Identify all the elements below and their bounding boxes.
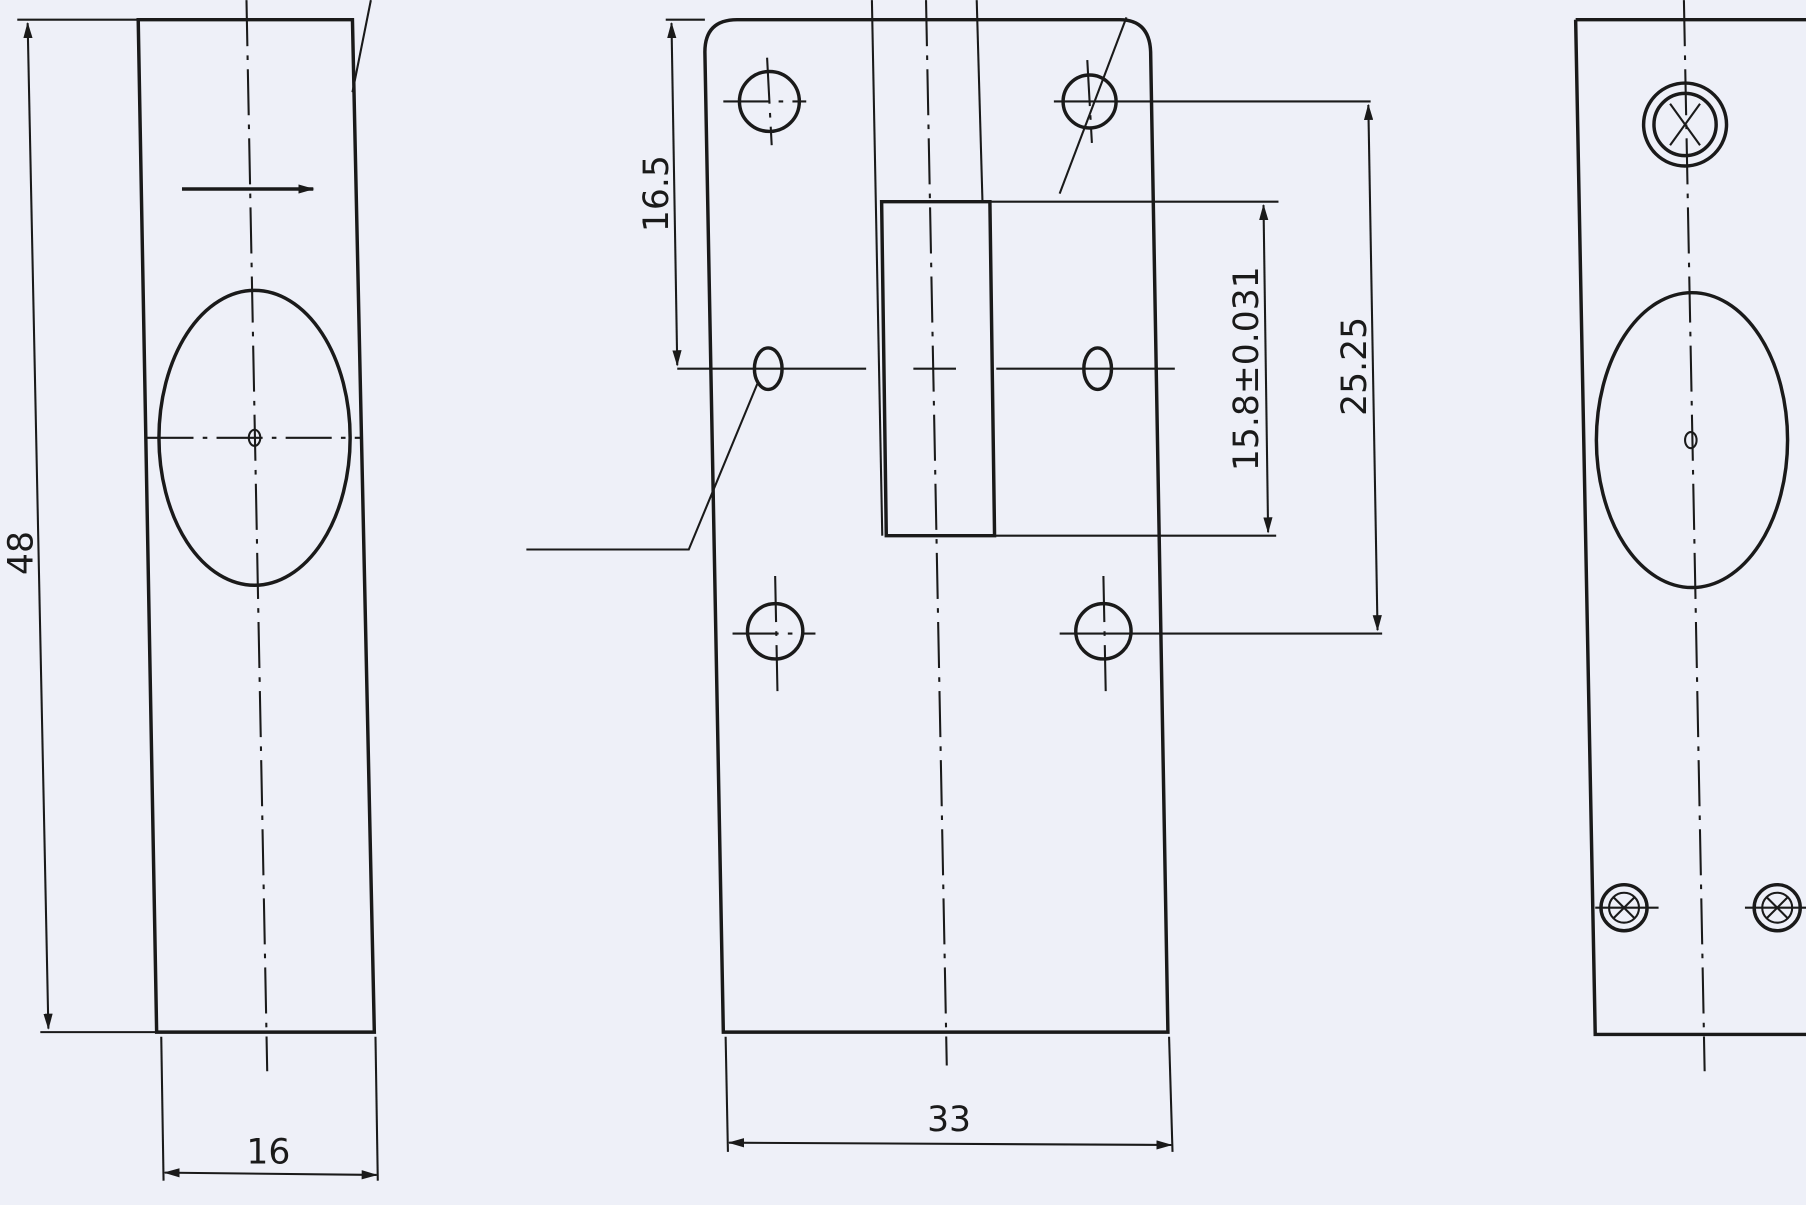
right-centerline bbox=[1682, 0, 1706, 1072]
dim-label-25-25: 25.25 bbox=[1335, 317, 1375, 416]
dimension-15-8 bbox=[1259, 203, 1273, 534]
dim-label-33: 33 bbox=[927, 1100, 971, 1140]
dimension-16-5 bbox=[667, 22, 682, 367]
dim-label-16: 16 bbox=[246, 1132, 290, 1172]
extension-line bbox=[374, 1036, 379, 1181]
dimension-16 bbox=[163, 1168, 378, 1180]
construction-line bbox=[975, 0, 984, 202]
front-centerline bbox=[924, 0, 948, 1066]
dim-label-15-8: 15.8±0.031 bbox=[1227, 266, 1267, 471]
hole-top-right bbox=[1053, 17, 1371, 194]
extension-line bbox=[160, 1036, 165, 1181]
extension-line bbox=[1168, 1036, 1174, 1152]
countersunk-hole-top bbox=[1641, 81, 1729, 168]
slot bbox=[879, 199, 997, 538]
front-view: 16.5 15.8±0.031 25.25 33 bbox=[526, 0, 1383, 1152]
dim-label-16-5: 16.5 bbox=[637, 155, 677, 232]
right-view bbox=[1573, 0, 1806, 1072]
hole-bottom-left bbox=[732, 575, 816, 692]
leader-line bbox=[351, 0, 372, 93]
screw-bottom-left bbox=[1595, 882, 1659, 933]
right-outline bbox=[1573, 17, 1806, 1037]
left-view: 48 16 bbox=[1, 0, 379, 1181]
dim-label-48: 48 bbox=[1, 531, 41, 575]
dimension-25-25 bbox=[1363, 103, 1382, 632]
screw-bottom-right bbox=[1744, 882, 1806, 933]
dimension-33 bbox=[727, 1138, 1173, 1150]
right-large-circle bbox=[1594, 290, 1790, 590]
dimension-48 bbox=[23, 22, 53, 1030]
left-outline bbox=[136, 17, 377, 1034]
extension-line bbox=[724, 1036, 729, 1152]
hole-top-left bbox=[723, 57, 807, 146]
front-outline bbox=[703, 17, 1170, 1034]
hole-bottom-right bbox=[1059, 575, 1383, 692]
hole-mid-right bbox=[996, 346, 1175, 392]
left-centerline bbox=[245, 0, 269, 1072]
construction-line bbox=[870, 0, 884, 536]
left-center-hole bbox=[247, 428, 262, 447]
hole-mid-left bbox=[526, 346, 867, 551]
right-center-hole bbox=[1684, 430, 1698, 450]
